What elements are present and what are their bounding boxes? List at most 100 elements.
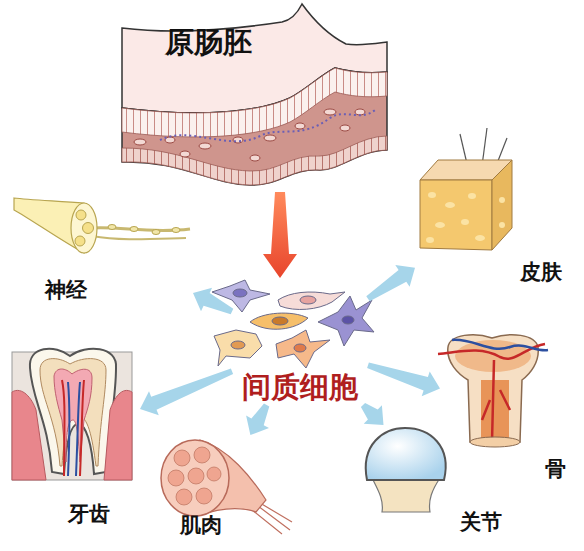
cell-pink [278,292,345,309]
cell [355,109,365,115]
illustration-node: 皮肤 [415,140,575,290]
epithelium-top [122,68,387,137]
pore [499,222,505,228]
cell-yellow [214,330,262,366]
fiber-bead [130,227,138,232]
joint-head [366,428,446,480]
flow-arrow [367,362,440,396]
dotted-vessel [160,110,375,141]
illustration-node: 肌肉 [150,435,290,547]
pore [428,192,436,198]
illustration-node: 神经 [8,192,193,307]
pore [468,193,476,199]
fiber-bead [172,228,180,233]
cell-orange [250,313,308,329]
skin-illustration [420,128,512,250]
illustration-node: 骨 [440,325,575,495]
arrow-shape [367,362,440,396]
flow-arrow [361,403,384,425]
cell [295,123,305,129]
fascicle [83,223,94,234]
cell [180,151,190,157]
cell-peach [276,330,330,368]
fiber-bead [108,225,116,230]
node-label: 神经 [45,278,87,302]
skin-side [492,160,512,250]
joint-illustration [366,428,446,512]
arrow-shape [361,403,384,425]
skin-front [420,180,492,250]
cell [134,139,146,145]
tooth-pulp [54,369,92,462]
arrow-shape [140,369,233,416]
fascicle [168,470,184,486]
flow-arrow [263,192,297,278]
cell-purple [318,296,374,346]
muscle-fascicles [168,447,221,505]
vessel-blue [68,382,80,476]
skin-texture [426,192,505,243]
node-label: 骨 [545,457,566,481]
tooth-illustration [12,349,132,480]
flow-arrow [246,404,269,435]
nucleus [272,317,288,325]
nucleus [233,289,247,297]
arrow-shape [246,404,269,435]
gum [12,390,46,480]
nerve-fiber [92,236,186,239]
cell [340,125,350,131]
joint-stem [372,478,440,512]
gum [104,390,132,480]
arrow-shape [193,288,233,315]
nucleus [294,344,306,352]
node-label: 原肠胚 [165,26,252,59]
pore [461,219,469,225]
vessel-blue [452,340,548,350]
nucleus [300,296,316,304]
vessel-red [438,344,545,442]
muscle-section [161,440,229,516]
nerve-section [71,203,97,253]
fascicle [194,447,210,463]
flow-arrow [366,265,415,301]
node-label: 关节 [460,510,502,534]
nucleus [231,341,245,349]
nerve-illustration [14,198,190,253]
illustration-node: 关节 [370,425,520,545]
gastrula-slab [122,4,387,185]
fascicle [75,236,85,246]
fascicle [174,450,190,466]
vessel-red [62,380,84,476]
arrow-shape [263,192,297,278]
node-label: 牙齿 [68,502,110,526]
node-label: 肌肉 [180,513,222,537]
fascicle [207,467,221,481]
tooth-dentin [40,359,106,466]
bone-illustration [438,335,548,447]
flow-arrow [193,288,233,315]
bone-cut [470,437,520,447]
illustration-node: 间质细胞 [232,282,368,405]
illustration-node: 牙齿 [8,340,140,532]
fascicle [76,210,86,220]
epithelium-bottom [122,136,387,185]
flow-arrow [140,369,233,416]
pore [499,197,505,203]
pore [445,202,455,208]
slab-front-face [122,68,387,185]
pore [475,235,485,241]
cell-lavender [212,280,270,312]
center-label: 间质细胞 [232,371,368,404]
fiber-bead [152,230,160,235]
node-label: 皮肤 [520,260,562,284]
cell [250,155,260,161]
nucleus [342,316,354,324]
illustration-node: 原肠胚 [120,0,390,190]
fascicle [188,468,204,484]
fascicle [196,488,212,504]
cell [324,109,336,115]
pore [426,237,434,243]
